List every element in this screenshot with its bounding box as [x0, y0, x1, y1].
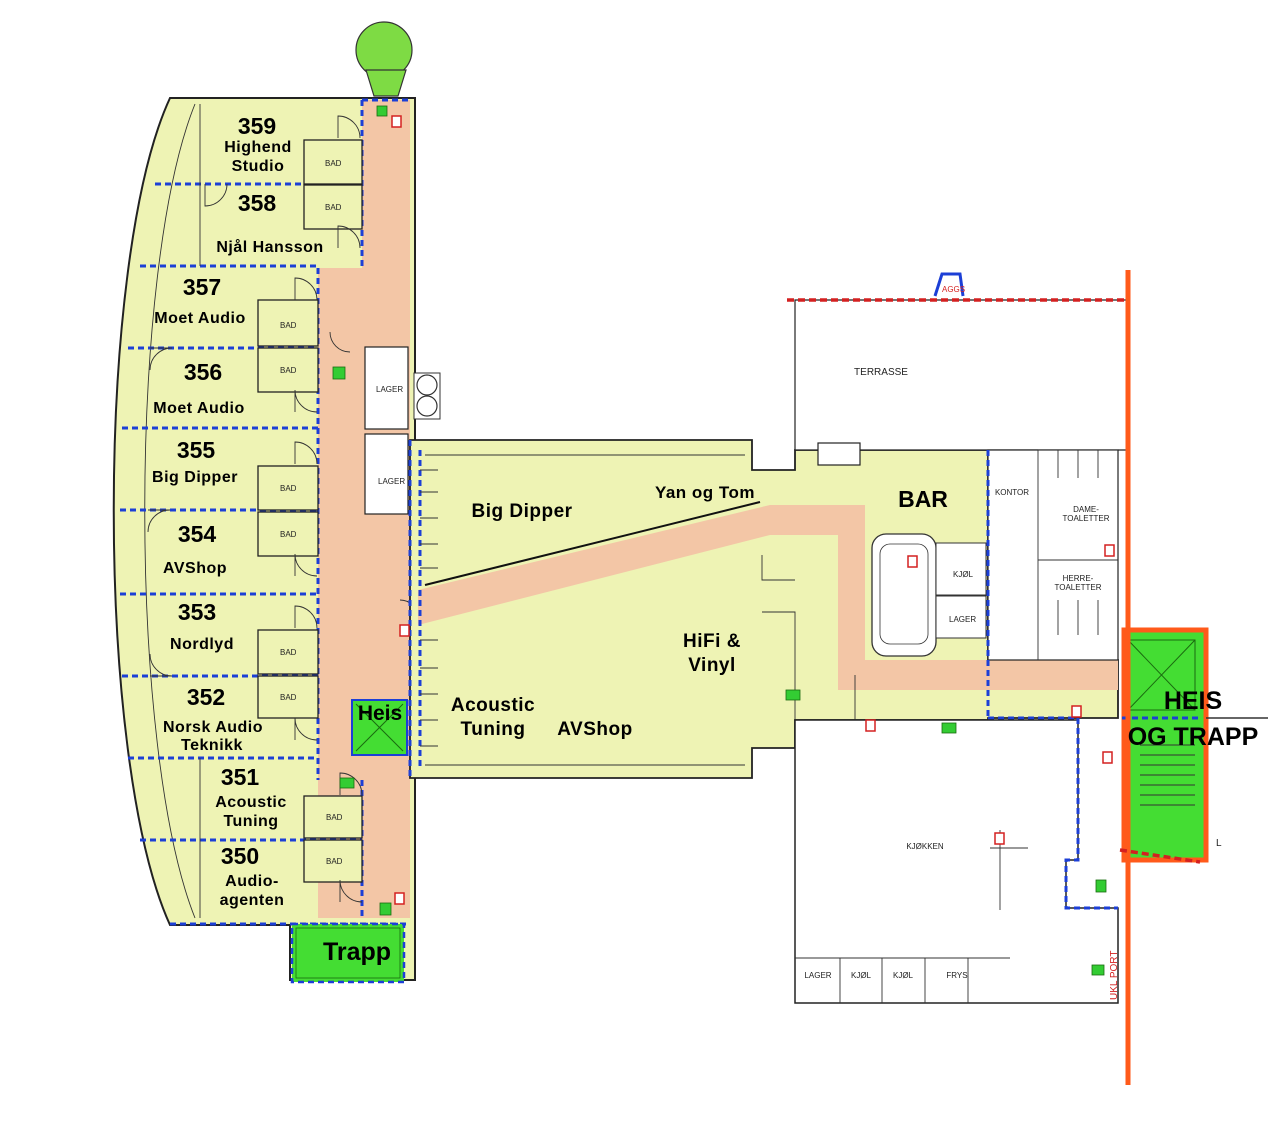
stairs-west: [290, 922, 406, 984]
exit-sign-icon: [332, 366, 346, 380]
heis-og-trapp-label-2: OG TRAPP: [1128, 723, 1259, 751]
room-number: 357: [183, 274, 221, 300]
hall-acoustic-1: Acoustic: [451, 695, 535, 716]
room-name: Audio-: [225, 873, 279, 890]
room-name: Moet Audio: [154, 310, 246, 327]
fire-extinguisher-icon: [391, 115, 402, 128]
room-name: Moet Audio: [153, 400, 245, 417]
frys-label: FRYS: [946, 971, 967, 980]
hall-yan-og-tom: Yan og Tom: [655, 483, 755, 502]
fire-extinguisher-icon: [1104, 544, 1115, 557]
room-number: 351: [221, 764, 260, 790]
room-name: Big Dipper: [152, 469, 238, 486]
kjokken-label: KJØKKEN: [906, 842, 944, 851]
kjol-label-kitchen-2: KJØL: [893, 971, 914, 980]
exit-sign-icon: [785, 689, 801, 701]
fire-extinguisher-icon: [1102, 751, 1113, 764]
bad-label: BAD: [280, 648, 297, 657]
hall-avshop: AVShop: [557, 719, 632, 740]
room-number: 353: [178, 599, 216, 625]
hall-hifi-1: HiFi &: [683, 631, 741, 652]
room-number: 350: [221, 843, 259, 869]
lager-label-bar: LAGER: [949, 615, 976, 624]
kontor-label: KONTOR: [995, 488, 1029, 497]
exit-sign-icon: [941, 722, 957, 734]
room-name: Acoustic: [215, 794, 287, 811]
exit-sign-icon: [339, 777, 355, 789]
hall-hifi-2: Vinyl: [688, 655, 736, 676]
heis-og-trapp-label-1: HEIS: [1164, 687, 1222, 715]
bad-label: BAD: [280, 366, 297, 375]
herre-label-1: HERRE-: [1063, 574, 1094, 583]
fire-extinguisher-icon: [907, 555, 918, 568]
lager-label-1: LAGER: [376, 385, 403, 394]
bad-label: BAD: [325, 159, 342, 168]
room-number: 358: [238, 190, 277, 216]
room-number: 352: [187, 684, 225, 710]
room-number: 354: [178, 521, 217, 547]
room-name: Highend: [224, 139, 292, 156]
lager-label-kitchen: LAGER: [804, 971, 831, 980]
terrasse-label: TERRASSE: [854, 367, 908, 378]
room-name: Tuning: [223, 813, 278, 830]
bad-label: BAD: [326, 813, 343, 822]
lager-label-2: LAGER: [378, 477, 405, 486]
hall-labels: Big Dipper Yan og Tom HiFi & Vinyl Acous…: [451, 483, 948, 740]
bad-label: BAD: [280, 530, 297, 539]
l-mark: L: [1216, 838, 1222, 849]
exit-sign-icon: [1095, 879, 1107, 893]
kjol-label-bar: KJØL: [953, 570, 974, 579]
room-number: 355: [177, 437, 216, 463]
fire-extinguisher-icon: [994, 832, 1005, 845]
kjol-label-kitchen-1: KJØL: [851, 971, 872, 980]
fire-extinguisher-icon: [1071, 705, 1082, 718]
kitchen: KJØKKEN LAGER KJØL KJØL FRYS UKL PORT: [794, 718, 1120, 1004]
fire-extinguisher-icon: [394, 892, 405, 905]
bad-label: BAD: [280, 693, 297, 702]
hall-big-dipper: Big Dipper: [471, 501, 572, 522]
west-room-labels: 359 Highend Studio 358 Njål Hansson 357 …: [152, 113, 402, 966]
heis-label: Heis: [358, 702, 402, 725]
terrasse: AGGS TERRASSE: [787, 272, 1129, 466]
room-name: Njål Hansson: [216, 238, 323, 256]
fire-extinguisher-icon: [399, 624, 410, 637]
room-name: Norsk Audio: [163, 719, 263, 736]
room-number: 359: [238, 113, 276, 139]
central-halls: KJØL LAGER: [408, 439, 1119, 779]
exit-sign-icon: [376, 105, 388, 117]
room-name: AVShop: [163, 560, 227, 577]
bathrooms: BAD BAD BAD BAD BAD BAD BAD BAD BAD BAD: [257, 139, 363, 883]
exit-sign-icon: [379, 902, 392, 916]
lager-room-1: [364, 346, 409, 430]
service-rooms: KONTOR DAME- TOALETTER HERRE- TOALETTER: [986, 449, 1119, 718]
room-name: Nordlyd: [170, 636, 234, 653]
exit-sign-icon: [1091, 964, 1105, 976]
bad-label: BAD: [326, 857, 343, 866]
lager-room-2: [364, 433, 409, 515]
trapp-label: Trapp: [323, 938, 391, 966]
bad-label: BAD: [325, 203, 342, 212]
hall-acoustic-2: Tuning: [461, 719, 526, 740]
bar-label: BAR: [898, 486, 948, 512]
safety-markers: [332, 105, 1115, 976]
fire-extinguisher-icon: [865, 719, 876, 732]
ukl-port-label: UKL PORT: [1109, 951, 1120, 1000]
room-name: Teknikk: [181, 737, 243, 754]
dame-label-2: TOALETTER: [1063, 514, 1110, 523]
room-name: Studio: [232, 158, 285, 175]
dame-label-1: DAME-: [1073, 505, 1099, 514]
room-number: 356: [184, 359, 222, 385]
aggs-label-top: AGGS: [942, 285, 965, 294]
bad-label: BAD: [280, 321, 297, 330]
east-elevator-stairs: HEIS OG TRAPP L: [1119, 270, 1268, 1085]
room-name: agenten: [220, 892, 285, 909]
herre-label-2: TOALETTER: [1055, 583, 1102, 592]
bad-label: BAD: [280, 484, 297, 493]
